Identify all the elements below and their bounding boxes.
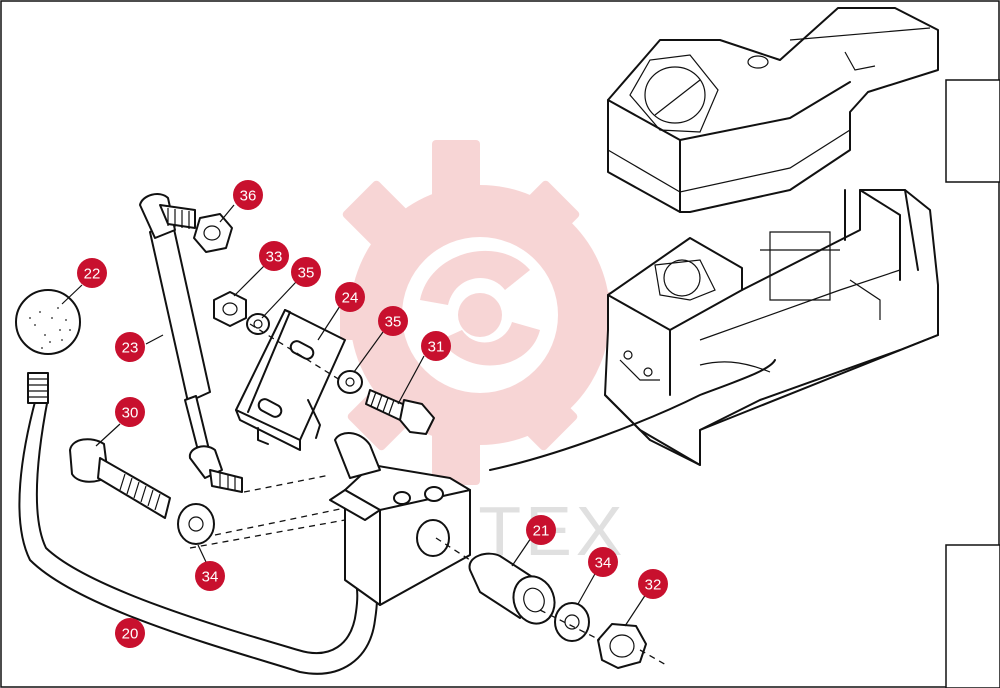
callout-badge xyxy=(115,397,145,427)
callout-label: 23 xyxy=(122,340,139,357)
callout-label: 31 xyxy=(428,339,445,356)
callout-badge xyxy=(259,241,289,271)
callout-badge xyxy=(77,258,107,288)
side-tab-top xyxy=(945,79,1000,183)
part-33-nut xyxy=(213,291,247,327)
callout-35a: 35 xyxy=(291,257,321,287)
callout-badge xyxy=(291,257,321,287)
machine-chassis xyxy=(604,189,939,466)
callout-badge xyxy=(526,515,556,545)
callout-23: 23 xyxy=(115,332,145,362)
callout-label: 35 xyxy=(298,265,315,282)
part-30-bolt xyxy=(69,438,171,519)
callout-34a: 34 xyxy=(588,547,618,577)
callout-21: 21 xyxy=(526,515,556,545)
callout-24: 24 xyxy=(335,282,365,312)
leader-lines xyxy=(61,204,647,627)
callout-label: 34 xyxy=(202,569,219,586)
cable-wire xyxy=(699,361,771,373)
callout-label: 20 xyxy=(122,626,139,643)
callout-label: 36 xyxy=(240,188,257,205)
part-23-gas-strut xyxy=(139,193,243,493)
part-20-handle xyxy=(18,372,378,675)
callout-35b: 35 xyxy=(378,306,408,336)
part-35-washer-a xyxy=(246,313,270,335)
callout-31: 31 xyxy=(421,331,451,361)
callout-badge xyxy=(115,332,145,362)
part-22-knob xyxy=(15,289,81,355)
callout-badge xyxy=(378,306,408,336)
callout-badge xyxy=(638,569,668,599)
callout-badge xyxy=(195,561,225,591)
callout-label: 30 xyxy=(122,405,139,422)
callout-32: 32 xyxy=(638,569,668,599)
assembly-lines xyxy=(189,323,669,667)
side-tab-bottom xyxy=(945,544,1000,688)
callout-label: 24 xyxy=(342,290,359,307)
callout-badge xyxy=(421,331,451,361)
callout-badge xyxy=(588,547,618,577)
callout-badge xyxy=(335,282,365,312)
callout-label: 34 xyxy=(595,555,612,572)
callout-label: 21 xyxy=(533,523,550,540)
callout-label: 33 xyxy=(266,249,283,266)
part-32-nut xyxy=(597,623,647,669)
callout-30: 30 xyxy=(115,397,145,427)
callout-label: 22 xyxy=(84,266,101,283)
part-34-washer-b xyxy=(554,602,590,642)
callout-20: 20 xyxy=(115,618,145,648)
callout-layer: 36 22 33 35 24 35 31 23 30 21 34 34 32 20 xyxy=(77,180,668,648)
callout-34b: 34 xyxy=(195,561,225,591)
part-24-bracket xyxy=(235,309,346,451)
callout-label: 32 xyxy=(645,577,662,594)
callout-label: 35 xyxy=(385,314,402,331)
callout-badge xyxy=(233,180,263,210)
machine-cover xyxy=(607,7,939,213)
callout-22: 22 xyxy=(77,258,107,288)
mounting-block xyxy=(329,432,471,606)
callout-33: 33 xyxy=(259,241,289,271)
part-35-washer-b xyxy=(337,370,363,394)
part-36-nut xyxy=(193,213,233,253)
part-34-washer-a xyxy=(177,503,215,545)
callout-badge xyxy=(115,618,145,648)
cable xyxy=(489,359,776,471)
callout-36: 36 xyxy=(233,180,263,210)
part-31-bolt xyxy=(365,389,435,435)
